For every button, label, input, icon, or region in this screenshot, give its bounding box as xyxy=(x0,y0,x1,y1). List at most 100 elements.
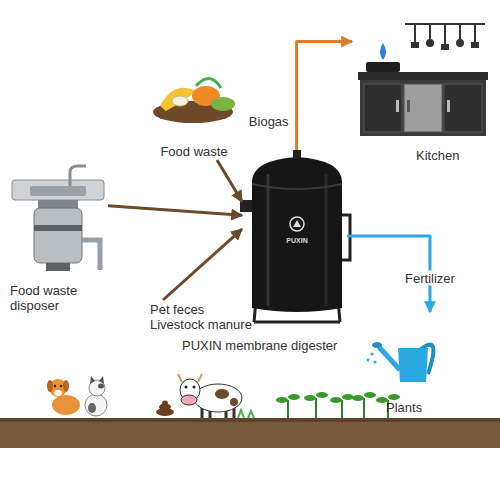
egg-shell xyxy=(172,96,188,106)
gas-outlet xyxy=(293,150,301,158)
can-body xyxy=(398,348,428,382)
countertop xyxy=(358,72,488,80)
dog-ear xyxy=(63,380,69,392)
manure-source-node: Pet feces Livestock manure xyxy=(40,300,245,420)
drain-pipe xyxy=(82,240,100,270)
watering-can xyxy=(367,342,434,382)
utensil-head xyxy=(426,39,434,47)
flow-arrow xyxy=(297,42,352,150)
dog-eye xyxy=(54,385,56,387)
cow-eye xyxy=(193,386,196,389)
ground xyxy=(0,418,500,448)
kitchen-illustration xyxy=(358,24,488,136)
feces-illustration xyxy=(156,401,174,417)
cat-patch xyxy=(98,384,104,389)
cow-spot xyxy=(230,398,238,406)
utensil-head xyxy=(471,42,479,48)
node-label: Kitchen xyxy=(416,148,459,163)
dog-ear xyxy=(47,380,53,392)
digester-node: PUXIN membrane digester xyxy=(242,150,347,322)
node-label: Food waste disposer xyxy=(10,283,82,313)
leaf xyxy=(330,397,342,403)
water-drop xyxy=(374,361,377,364)
can-rose xyxy=(372,342,382,348)
cabinet xyxy=(360,80,486,136)
stove xyxy=(366,62,400,72)
dog-snout xyxy=(54,390,62,396)
leaf xyxy=(276,397,288,403)
disposer-body xyxy=(34,208,82,263)
banana-peel xyxy=(160,88,196,111)
flow-arrow xyxy=(347,236,430,312)
leaf xyxy=(364,392,376,398)
leaf xyxy=(288,394,300,400)
leaf xyxy=(342,394,354,400)
seedling-stems xyxy=(288,398,388,418)
greens xyxy=(196,78,221,88)
disposer-base xyxy=(46,263,70,271)
grass xyxy=(238,410,254,418)
food-waste-node: Food waste xyxy=(148,68,240,160)
sink-counter xyxy=(12,180,104,200)
tank-body xyxy=(252,157,342,312)
leaf xyxy=(388,394,400,400)
utensil-head xyxy=(441,44,449,50)
cat-body xyxy=(85,394,107,416)
flow-arrow xyxy=(217,160,242,202)
water-drop xyxy=(371,353,374,356)
hanging-utensils xyxy=(415,24,475,46)
cat-illustration xyxy=(85,376,107,416)
flange xyxy=(38,200,78,208)
dog-illustration xyxy=(47,379,80,415)
disposer-illustration xyxy=(12,166,104,271)
node-label: Pet feces Livestock manure xyxy=(150,302,256,332)
leaf xyxy=(316,392,328,398)
feces xyxy=(162,401,168,406)
cat-patch xyxy=(88,403,96,413)
door-handle xyxy=(396,100,399,112)
logo-ring xyxy=(290,217,304,231)
seedlings xyxy=(276,392,400,418)
leaf xyxy=(304,395,316,401)
cabinet-door xyxy=(364,84,402,132)
cow-illustration xyxy=(178,374,254,418)
cabinet-door xyxy=(404,84,442,132)
dog-eye xyxy=(60,385,62,387)
utensil-head xyxy=(456,39,464,47)
ground-edge xyxy=(0,418,500,422)
dog-body xyxy=(52,395,80,415)
tank-inlet xyxy=(240,200,252,212)
tank-outlet xyxy=(342,215,350,260)
door-handle xyxy=(447,100,450,112)
flow-label: Biogas xyxy=(247,113,291,128)
sink-basin xyxy=(30,186,86,196)
node-label: Food waste xyxy=(148,144,240,159)
tank-highlight xyxy=(267,174,270,306)
digester-illustration xyxy=(240,150,350,322)
node-label: PUXIN membrane digester xyxy=(182,338,337,353)
disposer-band xyxy=(34,225,82,231)
plants-node: Plants xyxy=(270,312,495,415)
cow-body xyxy=(194,384,242,412)
logo-mark xyxy=(293,220,301,227)
flow-label: Fertilizer xyxy=(403,270,457,285)
leaf xyxy=(352,395,364,401)
utensil-head xyxy=(411,42,419,48)
can-spout xyxy=(379,347,400,370)
cow-eye xyxy=(185,386,188,389)
faucet xyxy=(70,166,86,186)
kitchen-node: Kitchen xyxy=(352,22,492,162)
flow-arrow xyxy=(108,206,242,216)
water-drop xyxy=(367,359,370,362)
flow-arrow xyxy=(163,229,242,300)
cow-spot xyxy=(215,389,229,399)
gas-flame xyxy=(380,43,386,60)
lettuce-leaf xyxy=(211,97,235,111)
door-handle xyxy=(407,100,410,112)
tank-ring xyxy=(252,184,342,189)
food-waste-pile xyxy=(153,78,235,123)
